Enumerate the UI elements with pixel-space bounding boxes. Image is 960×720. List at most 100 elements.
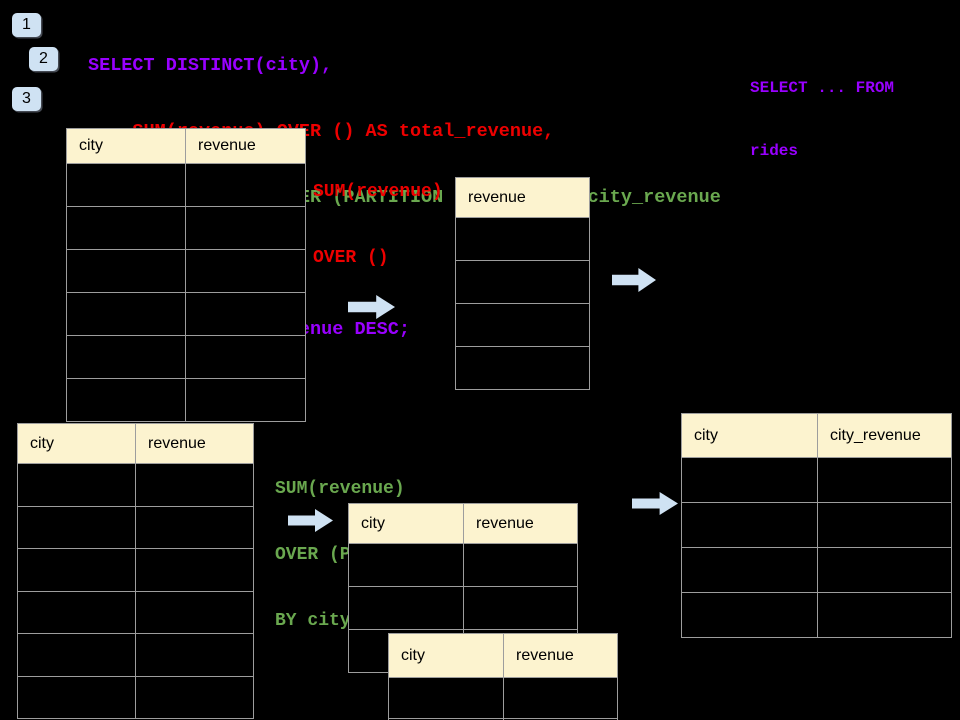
empty-cell [66,335,186,379]
empty-row [681,502,952,548]
column-header-revenue: revenue [455,177,590,218]
column-header-revenue: revenue [185,128,306,164]
empty-cell [185,335,306,379]
empty-cell [185,249,306,293]
empty-row [66,335,306,379]
empty-cell [17,548,136,592]
empty-cell [503,677,618,719]
empty-cell [681,592,818,638]
table-source-top: city revenue [66,128,306,422]
table-city-revenue-result: city city_revenue [681,413,952,638]
table-source-bottom-header-row: city revenue [17,423,254,464]
empty-cell [66,378,186,422]
empty-cell [817,457,952,503]
column-header-revenue: revenue [503,633,618,678]
empty-cell [185,163,306,207]
table-partition-step-header-row: city revenue [348,503,578,544]
table-source-top-header-row: city revenue [66,128,306,164]
label-sum-over-partition-line-3: BY city) [275,611,362,631]
empty-row [66,292,306,336]
column-header-city: city [66,128,186,164]
column-header-revenue: revenue [135,423,254,464]
empty-row [455,260,590,304]
sql-line-select: SELECT DISTINCT(city), [88,55,333,76]
empty-cell [817,547,952,593]
empty-cell [185,292,306,336]
column-header-city: city [17,423,136,464]
empty-row [681,457,952,503]
empty-row [17,590,254,634]
column-header-city: city [681,413,818,458]
step-badge-1-label: 1 [22,16,31,33]
side-note-select-from-rides: SELECT ... FROM rides [750,36,894,204]
empty-row [348,586,578,630]
step-badge-2-label: 2 [39,50,48,67]
step-badge-1: 1 [12,13,41,37]
empty-row [17,463,254,507]
empty-cell [17,633,136,677]
empty-cell [681,547,818,593]
empty-cell [681,502,818,548]
empty-row [348,543,578,587]
empty-row [681,592,952,638]
label-sum-over-all: SUM(revenue) OVER () [313,137,443,313]
empty-cell [817,592,952,638]
empty-cell [135,505,254,549]
empty-cell [348,543,464,587]
side-note-line-1: SELECT ... FROM [750,79,895,97]
empty-cell [66,206,186,250]
empty-cell [135,463,254,507]
table-partition-step-overlay-header-row: city revenue [388,633,618,678]
empty-row [66,163,306,207]
step-badge-2: 2 [29,47,58,71]
empty-cell [463,543,578,587]
empty-row [455,217,590,261]
empty-cell [463,586,578,630]
empty-row [455,346,590,390]
empty-row [66,249,306,293]
empty-cell [135,675,254,719]
step-badge-3: 3 [12,87,41,111]
column-header-revenue: revenue [463,503,578,544]
empty-cell [455,260,590,304]
empty-row [66,206,306,250]
step-badge-3-label: 3 [22,90,31,107]
empty-cell [503,718,618,720]
empty-row [66,378,306,422]
empty-row [388,718,618,720]
column-header-city: city [388,633,504,678]
column-header-city: city [348,503,464,544]
empty-cell [66,249,186,293]
column-header-city-revenue: city_revenue [817,413,952,458]
empty-cell [135,548,254,592]
empty-cell [817,502,952,548]
empty-cell [135,633,254,677]
empty-cell [66,292,186,336]
empty-cell [66,163,186,207]
table-total-revenue-header-row: revenue [455,177,590,218]
empty-cell [185,206,306,250]
empty-cell [17,675,136,719]
side-note-line-2: rides [750,142,799,160]
label-sum-over-partition-line-1: SUM(revenue) [275,479,405,499]
empty-row [17,548,254,592]
empty-cell [681,457,818,503]
table-city-revenue-result-header-row: city city_revenue [681,413,952,458]
empty-cell [348,586,464,630]
empty-cell [17,590,136,634]
empty-row [17,505,254,549]
empty-row [455,303,590,347]
empty-cell [388,677,504,719]
empty-cell [455,303,590,347]
arrow-right-icon [632,492,678,515]
empty-cell [17,463,136,507]
empty-cell [135,590,254,634]
empty-cell [455,346,590,390]
table-partition-step-overlay: city revenue [388,633,618,720]
empty-row [681,547,952,593]
label-sum-over-all-line-1: SUM(revenue) [313,182,443,202]
empty-row [388,677,618,719]
empty-row [17,675,254,719]
empty-cell [185,378,306,422]
